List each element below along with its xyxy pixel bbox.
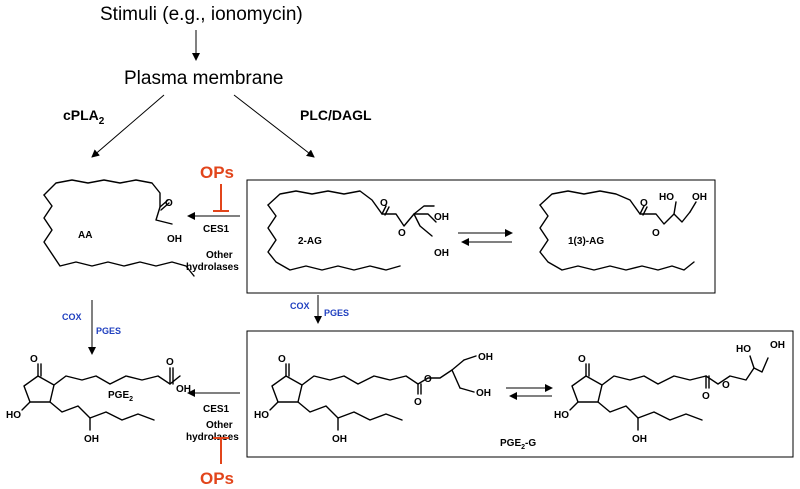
- ces1-bottom-label: CES1: [203, 404, 230, 415]
- pge2-side-oh: OH: [84, 434, 99, 445]
- other-top-label-1: Other: [206, 250, 233, 261]
- other-bottom-label-2: hydrolases: [186, 432, 239, 443]
- cpla2-label: cPLA2: [63, 107, 105, 127]
- aa-structure: [43, 179, 195, 277]
- aa-label: AA: [78, 230, 92, 241]
- pge2g-2-ester-o: O: [722, 380, 730, 391]
- aa-oh: OH: [167, 234, 182, 245]
- pge2g-1-carbonyl-o: O: [414, 397, 422, 408]
- one-three-ag-oh: OH: [692, 192, 707, 203]
- cox-right-label: COX: [290, 301, 310, 311]
- plasma-membrane-label: Plasma membrane: [124, 68, 283, 89]
- pge2g-1-ring-ho: HO: [254, 410, 269, 421]
- pge2-ring-ho: HO: [6, 410, 21, 421]
- aa-carbonyl-bond: [159, 199, 169, 208]
- one-three-ag-structure: [539, 190, 697, 271]
- pge2g-2-oh: OH: [770, 340, 785, 351]
- two-ag-oh-1: OH: [434, 212, 449, 223]
- one-three-ag-label: 1(3)-AG: [568, 236, 604, 247]
- pge2-carbonyl-o: O: [166, 357, 174, 368]
- cox-left-label: COX: [62, 312, 82, 322]
- pges-left-label: PGES: [96, 326, 121, 336]
- plc-dagl-arrow: [233, 94, 315, 158]
- pge2g-1-side-oh: OH: [332, 434, 347, 445]
- one-three-ag-ester-o: O: [652, 228, 660, 239]
- one-three-ag-carbonyl-o: O: [640, 198, 648, 209]
- plc-dagl-label: PLC/DAGL: [300, 107, 372, 123]
- one-three-ag-ho: HO: [659, 192, 674, 203]
- two-ag-ester-o: O: [398, 228, 406, 239]
- other-bottom-label-1: Other: [206, 420, 233, 431]
- pge2-keto-o: O: [30, 354, 38, 365]
- other-top-label-2: hydrolases: [186, 262, 239, 273]
- pge2g-label: PGE2-G: [500, 438, 536, 451]
- pge2g-structure-1: [269, 355, 477, 431]
- cpla2-arrow: [91, 94, 165, 158]
- ag-box: [246, 179, 716, 294]
- pge2g-1-keto-o: O: [278, 354, 286, 365]
- stimuli-label: Stimuli (e.g., ionomycin): [100, 4, 303, 25]
- pge2g-2-ring-ho: HO: [554, 410, 569, 421]
- pge2g-1-oh-1: OH: [478, 352, 493, 363]
- pge2g-2-side-oh: OH: [632, 434, 647, 445]
- aa-carbonyl-o: O: [165, 198, 173, 209]
- two-ag-carbonyl-o: O: [380, 198, 388, 209]
- pge2-acid-oh: OH: [176, 384, 191, 395]
- pges-right-label: PGES: [324, 308, 349, 318]
- two-ag-label: 2-AG: [298, 236, 322, 247]
- ops-bottom-label: OPs: [200, 469, 234, 488]
- pge2g-1-ester-o: O: [424, 374, 432, 385]
- two-ag-oh-2: OH: [434, 248, 449, 259]
- ces1-top-label: CES1: [203, 224, 230, 235]
- pge2-structure: [21, 363, 181, 431]
- pge2g-2-carbonyl-o: O: [702, 391, 710, 402]
- pge2g-structure-2: [569, 355, 769, 431]
- ops-top-label: OPs: [200, 163, 234, 182]
- pge2g-2-keto-o: O: [578, 354, 586, 365]
- pge2-label: PGE2: [108, 390, 133, 403]
- pge2g-1-oh-2: OH: [476, 388, 491, 399]
- pge2g-2-ho: HO: [736, 344, 751, 355]
- two-ag-structure: [267, 190, 437, 271]
- pge2g-box: [246, 330, 794, 458]
